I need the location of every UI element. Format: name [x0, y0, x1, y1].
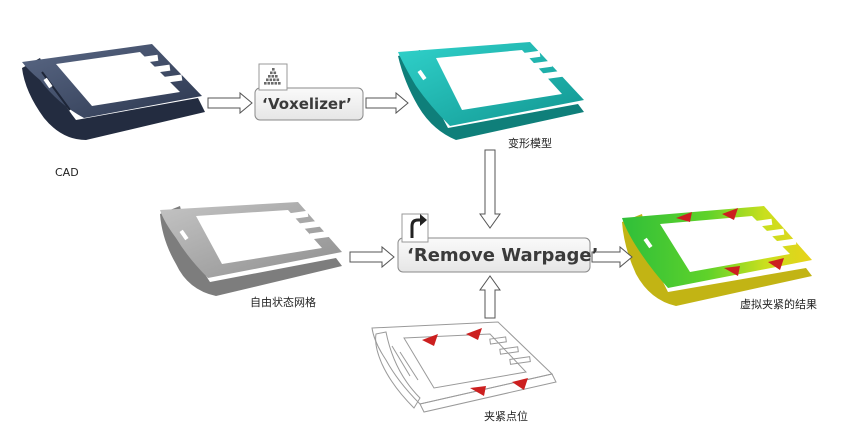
clamp-points-part [371, 321, 557, 413]
clamp-marker [470, 386, 486, 396]
clamp-marker [768, 258, 784, 270]
arrow-cad-to-voxelizer [207, 91, 253, 115]
arrow-deformed-to-remove [479, 149, 501, 229]
result-part [622, 206, 812, 306]
arrow-remove-to-result [591, 245, 633, 269]
voxelizer-box [254, 87, 364, 121]
voxelizer-label: ‘Voxelizer’ [262, 95, 352, 113]
deformed-part [398, 42, 584, 140]
clamp-marker [466, 328, 482, 340]
free-state-part [160, 202, 342, 296]
label-virtual-clamp-result: 虚拟夹紧的结果 [740, 298, 817, 311]
arrow-voxelizer-to-deformed [365, 91, 409, 115]
arrow-clamp-to-remove [479, 275, 501, 319]
label-deformed-model: 变形模型 [508, 137, 552, 150]
clamp-marker [422, 334, 438, 346]
clamp-marker [512, 378, 528, 390]
bent-arrow-icon [401, 213, 429, 243]
clamp-marker [724, 266, 740, 276]
remove-warpage-label: ‘Remove Warpage’ [407, 245, 599, 266]
clamp-marker [722, 208, 738, 220]
label-clamp-points: 夹紧点位 [484, 410, 528, 423]
clamp-marker [676, 212, 692, 222]
arrow-free-to-remove [349, 245, 395, 269]
cad-part [22, 44, 205, 140]
label-free-state-mesh: 自由状态网格 [250, 296, 316, 309]
remove-warpage-box [397, 237, 591, 273]
voxel-pyramid-icon [258, 63, 288, 91]
label-cad: CAD [55, 166, 79, 179]
